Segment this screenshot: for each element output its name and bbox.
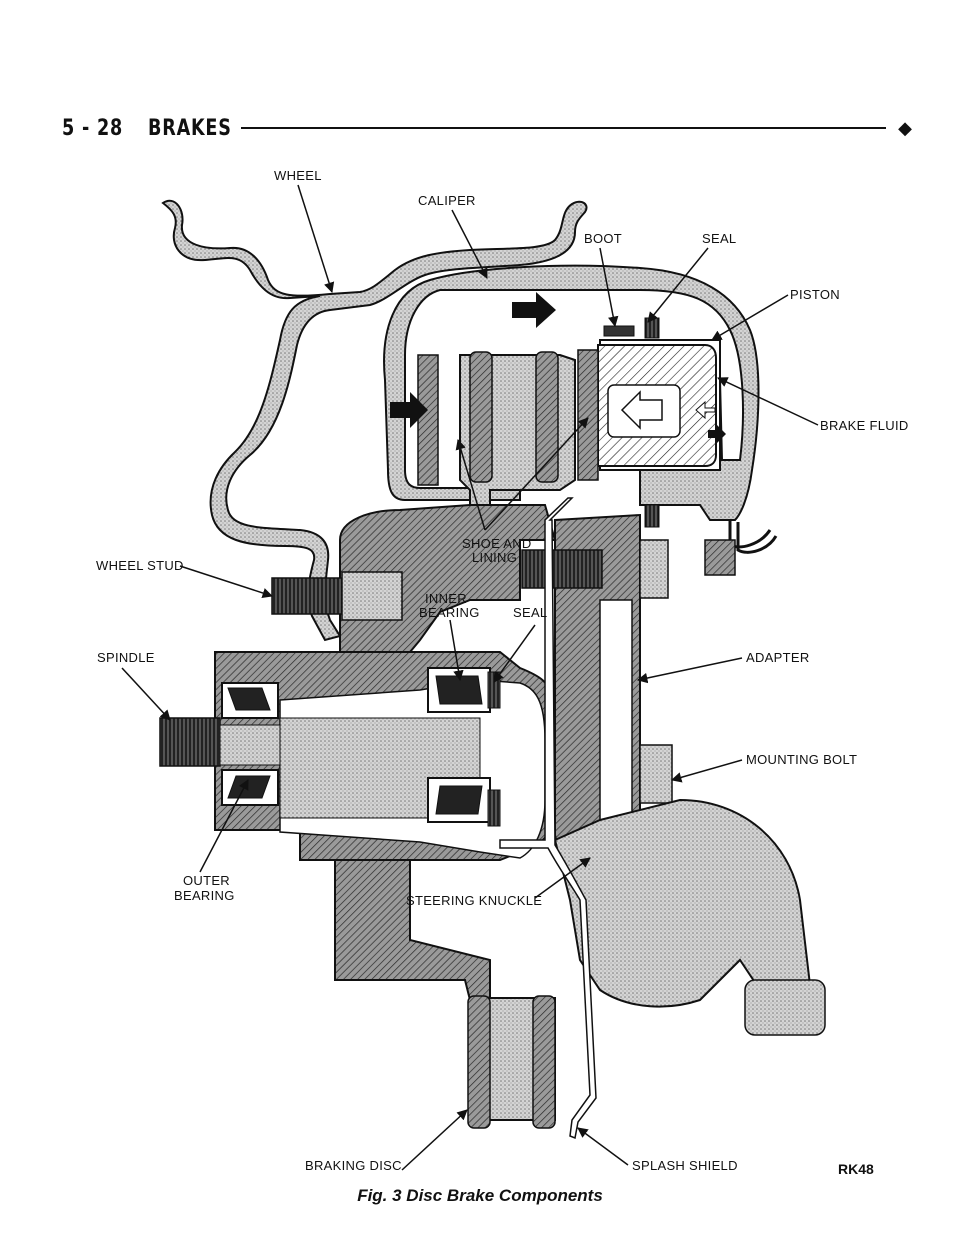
wheel-rim [161, 199, 588, 642]
label-inner-bearing: INNER [425, 591, 467, 606]
splash-shield [499, 497, 597, 1140]
leader-shoe [455, 438, 486, 531]
label-seal-top: SEAL [702, 231, 736, 246]
leader-adapter [636, 657, 743, 684]
leader-piston [711, 294, 789, 341]
outer-bearing-roller [227, 775, 271, 799]
rotor-face-left [469, 351, 493, 483]
leader-wheel [297, 184, 335, 294]
section-title: BRAKES [148, 115, 233, 141]
leader-inner-bearing [449, 619, 464, 682]
leader-spindle [121, 667, 171, 721]
piston-seal [644, 317, 660, 339]
mounting-bolt-head [639, 744, 673, 804]
brake-line [728, 520, 772, 549]
label-seal-lower: SEAL [513, 605, 547, 620]
leader-mounting-bolt [670, 759, 743, 783]
label-brake-fluid: BRAKE FLUID [820, 418, 909, 433]
label-outer-bearing: OUTER [183, 873, 230, 888]
label-shoe-and-lining: LINING [472, 550, 517, 565]
wheel-stud-head [341, 571, 403, 621]
caliper-bolt-head [639, 539, 669, 599]
label-wheel: WHEEL [274, 168, 322, 183]
inner-bearing-roller [435, 675, 483, 705]
adapter-bore [599, 599, 633, 851]
leader-wheel-stud [179, 565, 273, 599]
outer-bearing-roller [227, 687, 271, 711]
caliper-bolt-thread [521, 549, 603, 589]
fluid-arrow-icon [708, 424, 726, 444]
diamond-icon: ◆ [898, 118, 912, 138]
fluid-arrow-icon [695, 400, 716, 420]
label-wheel-stud: WHEEL STUD [96, 558, 184, 573]
leader-outer-bearing [199, 779, 249, 873]
steering-knuckle-arm [553, 798, 812, 1008]
inner-bearing-roller [435, 785, 483, 815]
leader-steering-knuckle [534, 857, 591, 899]
leader-brake-fluid [717, 377, 819, 426]
label-spindle: SPINDLE [97, 650, 155, 665]
label-braking-disc: BRAKING DISC [305, 1158, 402, 1173]
label-boot: BOOT [584, 231, 622, 246]
rotor-face-right [535, 351, 559, 483]
page-header: 5 - 28 BRAKES ◆ [62, 112, 912, 144]
spindle-neck [219, 724, 281, 766]
label-adapter: ADAPTER [746, 650, 810, 665]
outer-shoe-backing [417, 354, 439, 486]
label-caliper: CALIPER [418, 193, 476, 208]
label-steering-knuckle: STEERING KNUCKLE [406, 893, 542, 908]
wheel-stud-thread [271, 577, 343, 615]
bleeder-fitting [704, 539, 736, 576]
inner-shoe [577, 349, 599, 481]
leader-caliper [451, 209, 488, 279]
page-number: 5 - 28 [62, 115, 124, 141]
leader-seal [647, 247, 709, 323]
grease-seal [487, 789, 501, 827]
piston-arrow-icon [620, 390, 663, 430]
leader-boot [599, 247, 619, 328]
leader-seal-lower [493, 624, 536, 683]
label-splash-shield: SPLASH SHIELD [632, 1158, 738, 1173]
label-inner-bearing: BEARING [419, 605, 480, 620]
clamp-arrow-icon [390, 392, 428, 428]
lower-seal [644, 504, 660, 528]
leader-shoe [484, 417, 589, 531]
label-outer-bearing: BEARING [174, 888, 235, 903]
figure-caption: Fig. 3 Disc Brake Components [357, 1186, 603, 1205]
leader-splash-shield [577, 1127, 629, 1166]
label-shoe-and-lining: SHOE AND [462, 536, 532, 551]
tie-rod-end [744, 979, 826, 1036]
piston-boot [603, 325, 635, 337]
spindle-thread [159, 717, 221, 767]
clamp-arrow-icon [512, 292, 556, 328]
header-rule [241, 127, 887, 129]
label-piston: PISTON [790, 287, 840, 302]
leader-braking-disc [401, 1109, 468, 1171]
figure-code: RK48 [838, 1161, 874, 1177]
label-mounting-bolt: MOUNTING BOLT [746, 752, 857, 767]
brake-line [736, 522, 778, 554]
hub-lower [334, 859, 491, 1001]
lower-rotor-face [532, 995, 556, 1129]
lower-rotor-face [467, 995, 491, 1129]
